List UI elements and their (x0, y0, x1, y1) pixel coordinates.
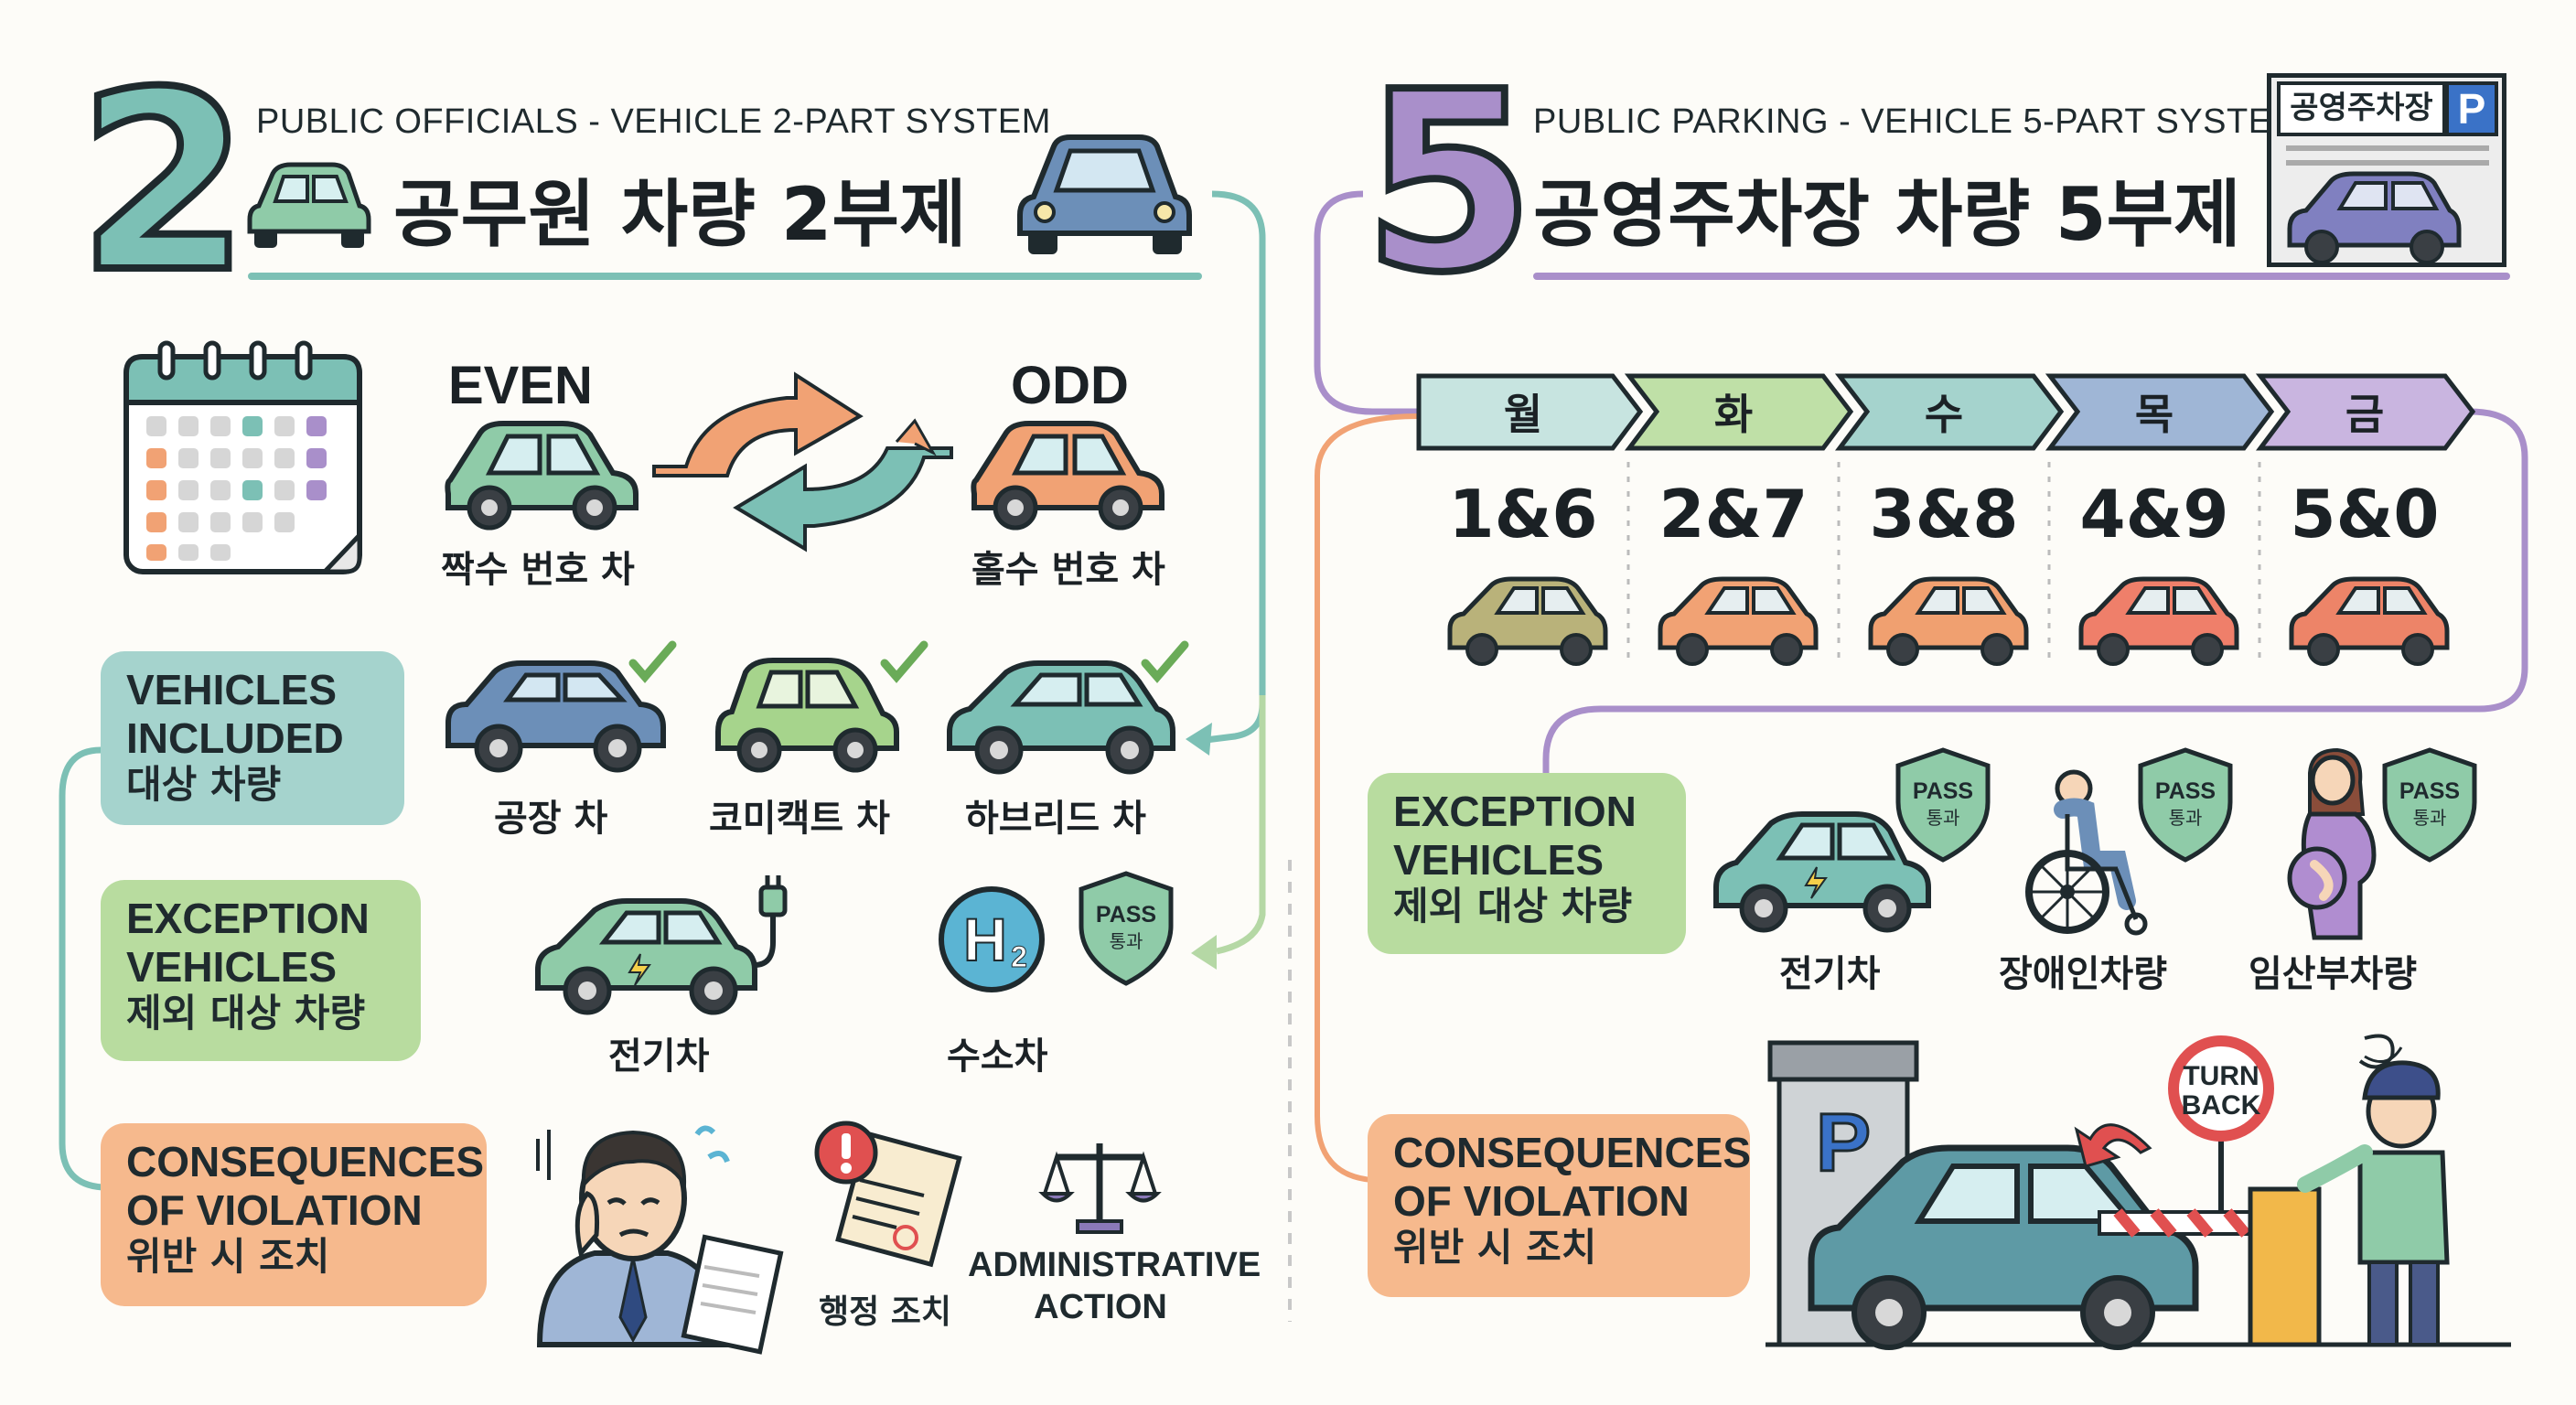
day-mon: 월 (1503, 390, 1543, 439)
plate-thu: 4&9 (2079, 476, 2229, 552)
pass-badge-ko: 통과 (2169, 807, 2203, 829)
left-subtitle: PUBLIC OFFICIALS - VEHICLE 2-PART SYSTEM (256, 102, 1051, 141)
garage-p-sign: P (1816, 1098, 1871, 1189)
turn-back-line2: BACK (2182, 1090, 2261, 1121)
included-vehicle-label-3: 하브리드 차 (965, 798, 1146, 840)
left-title: 공무원 차량 2부제 (393, 172, 967, 257)
worried-official-icon (536, 1125, 784, 1355)
right-exception-line2: VEHICLES (1393, 835, 1605, 884)
right-exception-box: EXCEPTION VEHICLES 제외 대상 차량 (1368, 773, 1686, 954)
day-thu: 목 (2134, 390, 2174, 439)
parking-gate-scene: P TURN BACK (1766, 1034, 2511, 1350)
left-exception-label-h2: 수소차 (947, 1035, 1048, 1078)
pass-badge-en: PASS (2155, 778, 2216, 804)
included-vehicle-label-2: 코미캑트 차 (709, 798, 890, 840)
right-exception-line3: 제외 대상 차량 (1393, 883, 1633, 928)
pass-badge-ko: 통과 (1110, 930, 1143, 952)
pass-badge-en: PASS (1096, 902, 1156, 928)
weekday-chevrons (1416, 373, 2476, 451)
factory-car-icon (445, 640, 677, 773)
electric-car-icon (535, 875, 788, 1015)
odd-label: ODD (1011, 356, 1129, 415)
admin-action-en-line2: ACTION (1034, 1288, 1167, 1326)
right-consequence-box: CONSEQUENCES OF VIOLATION 위반 시 조치 (1368, 1114, 1752, 1297)
right-exception-line1: EXCEPTION (1393, 788, 1637, 835)
day-wed: 수 (1924, 390, 1964, 439)
left-exception-label-ev: 전기차 (608, 1035, 710, 1078)
left-consequence-line2: OF VIOLATION (126, 1185, 423, 1234)
even-label: EVEN (448, 356, 593, 415)
swap-arrows-icon (652, 371, 953, 552)
parking-sign-label: 공영주차장 (2277, 81, 2446, 136)
admin-action-en-line1: ADMINISTRATIVE (968, 1246, 1261, 1284)
hydrogen-icon: H 2 (939, 886, 1045, 992)
left-big-number: 2 (74, 38, 253, 327)
calendar-icon (123, 340, 362, 574)
included-box-line1: VEHICLES (126, 666, 338, 713)
odd-car-icon (971, 421, 1165, 531)
pass-badge-en: PASS (1913, 778, 1973, 804)
compact-car-icon (715, 640, 928, 773)
day-fri: 금 (2345, 390, 2385, 439)
right-exception-label-disabled: 장애인차량 (1999, 953, 2167, 995)
parking-garage-icon: 공영주차장 P (2267, 73, 2506, 267)
included-box-line3: 대상 차량 (126, 761, 282, 807)
admin-document-icon (814, 1121, 962, 1268)
right-big-number: 5 (1359, 38, 1539, 327)
left-exception-line3: 제외 대상 차량 (126, 990, 366, 1035)
weekday-cars (1447, 576, 2450, 666)
odd-caption: 홀수 번호 차 (971, 549, 1165, 591)
pass-badge-en: PASS (2399, 778, 2460, 804)
right-subtitle: PUBLIC PARKING - VEHICLE 5-PART SYSTEM (1533, 102, 2302, 141)
pass-shield-icon: PASS 통과 (2138, 747, 2233, 863)
hydrogen-subscript: 2 (1011, 940, 1027, 973)
right-exception-label-ev: 전기차 (1779, 953, 1881, 995)
right-electric-car-icon (1713, 811, 1931, 933)
day-tue: 화 (1713, 390, 1754, 439)
pass-shield-icon: PASS 통과 (2382, 747, 2477, 863)
admin-action-ko: 행정 조치 (819, 1293, 952, 1331)
parking-sign-p: P (2445, 81, 2498, 136)
weekday-car-mon (1447, 576, 1608, 666)
pass-shield-icon: PASS 통과 (1079, 871, 1174, 986)
included-box-line2: INCLUDED (126, 713, 344, 762)
left-exception-box: EXCEPTION VEHICLES 제외 대상 차량 (101, 880, 421, 1061)
plate-mon: 1&6 (1448, 476, 1598, 552)
scales-icon (1038, 1143, 1162, 1234)
even-caption: 짝수 번호 차 (441, 549, 635, 591)
turn-back-line1: TURN (2183, 1061, 2259, 1091)
hybrid-car-icon (947, 640, 1189, 775)
right-consequence-line1: CONSEQUENCES (1393, 1129, 1752, 1176)
right-exception-label-pregnant: 임산부차량 (2249, 953, 2417, 995)
small-car-icon (247, 162, 371, 248)
wheelchair-icon (2025, 769, 2148, 936)
pass-badge-ko: 통과 (1927, 807, 1960, 829)
large-car-icon (1017, 134, 1192, 254)
even-car-icon (445, 421, 639, 531)
left-consequence-line1: CONSEQUENCES (126, 1138, 485, 1185)
right-consequence-line3: 위반 시 조치 (1393, 1224, 1597, 1270)
right-consequence-line2: OF VIOLATION (1393, 1176, 1690, 1225)
pregnant-woman-icon (2287, 747, 2377, 940)
left-consequence-box: CONSEQUENCES OF VIOLATION 위반 시 조치 (101, 1123, 487, 1306)
plate-wed: 3&8 (1869, 476, 2019, 552)
included-vehicles-box: VEHICLES INCLUDED 대상 차량 (101, 651, 404, 825)
left-consequence-line3: 위반 시 조치 (126, 1233, 330, 1279)
hydrogen-symbol: H (963, 906, 1007, 973)
plate-tue: 2&7 (1658, 476, 1809, 552)
included-vehicle-label-1: 공장 차 (494, 798, 608, 840)
left-exception-line2: VEHICLES (126, 942, 338, 991)
pass-badge-ko: 통과 (2413, 807, 2447, 829)
left-exception-line1: EXCEPTION (126, 895, 370, 942)
pass-shield-icon: PASS 통과 (1895, 747, 1991, 863)
plate-fri: 5&0 (2290, 476, 2440, 552)
right-title: 공영주차장 차량 5부제 (1533, 172, 2241, 257)
